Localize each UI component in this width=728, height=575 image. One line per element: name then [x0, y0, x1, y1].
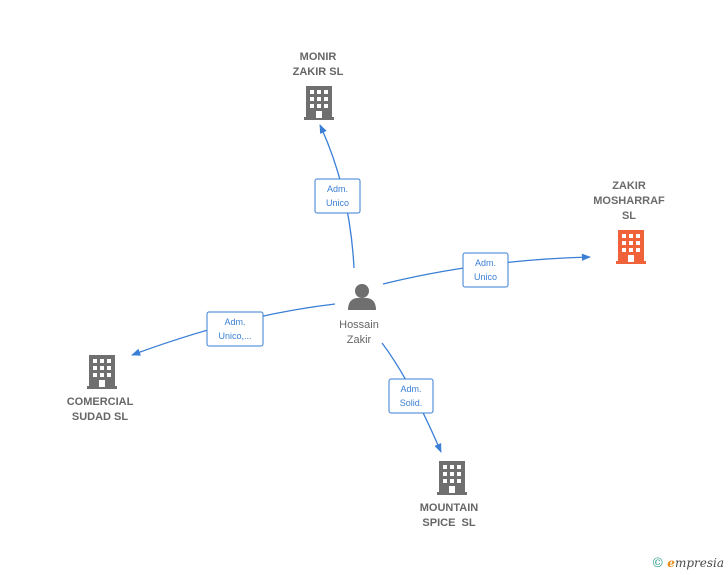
company-comercial-line2: SUDAD SL [72, 411, 129, 423]
company-node-zakir-mosharraf[interactable]: ZAKIR MOSHARRAF SL [593, 180, 665, 264]
edge-label-mountain[interactable]: Adm. Solid. [388, 378, 434, 414]
copyright-icon: © [651, 556, 665, 571]
edge-label-comercial-line2: Unico,... [218, 331, 251, 341]
person-node-hossain-zakir[interactable]: Hossain Zakir [339, 284, 379, 346]
person-name-line2: Zakir [347, 334, 372, 346]
company-zakir-line2: MOSHARRAF [593, 195, 665, 207]
edge-label-zakir[interactable]: Adm. Unico [462, 252, 509, 288]
edge-label-monir-line1: Adm. [327, 184, 348, 194]
edge-label-monir-line2: Unico [326, 198, 349, 208]
building-icon [616, 230, 646, 264]
building-icon [304, 86, 334, 120]
person-icon [348, 284, 376, 310]
company-node-mountain-spice[interactable]: MOUNTAIN SPICE SL [420, 461, 479, 529]
edge-label-mountain-line1: Adm. [400, 384, 421, 394]
company-monir-line1: MONIR [300, 51, 337, 63]
edge-label-zakir-line2: Unico [474, 272, 497, 282]
edge-label-comercial[interactable]: Adm. Unico,... [206, 311, 264, 347]
building-icon [87, 355, 117, 389]
brand-logo-e: e [667, 556, 675, 570]
company-monir-line2: ZAKIR SL [293, 66, 344, 78]
edge-label-zakir-line1: Adm. [475, 258, 496, 268]
company-zakir-line1: ZAKIR [612, 180, 646, 192]
edge-label-comercial-line1: Adm. [224, 317, 245, 327]
building-icon [437, 461, 467, 495]
edge-label-monir[interactable]: Adm. Unico [314, 178, 361, 214]
company-mountain-line2: SPICE SL [422, 517, 475, 529]
company-comercial-line1: COMERCIAL [67, 396, 134, 408]
company-node-comercial-sudad[interactable]: COMERCIAL SUDAD SL [67, 355, 134, 423]
brand-logo-text: mpresia [674, 556, 724, 570]
company-mountain-line1: MOUNTAIN [420, 502, 479, 514]
company-node-monir-zakir[interactable]: MONIR ZAKIR SL [293, 51, 344, 120]
edge-label-mountain-line2: Solid. [400, 398, 423, 408]
company-zakir-line3: SL [622, 210, 636, 222]
brand-watermark: ©empresia [651, 556, 724, 571]
person-name-line1: Hossain [339, 319, 379, 331]
